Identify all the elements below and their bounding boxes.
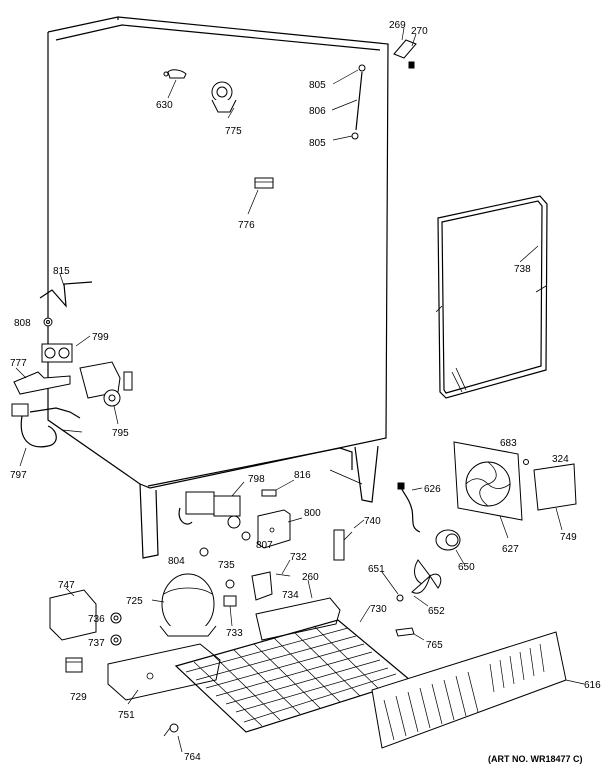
label-749: 749 xyxy=(560,532,577,543)
label-765: 765 xyxy=(426,640,443,651)
part-798 xyxy=(178,481,245,529)
label-616: 616 xyxy=(584,680,601,691)
label-747: 747 xyxy=(58,580,75,591)
label-732: 732 xyxy=(290,552,307,563)
label-797: 797 xyxy=(10,470,27,481)
label-650: 650 xyxy=(458,562,475,573)
part-733 xyxy=(223,595,237,627)
label-804: 804 xyxy=(168,556,185,567)
part-799 xyxy=(41,335,91,363)
label-805-top: 805 xyxy=(309,80,326,91)
label-630: 630 xyxy=(156,100,173,111)
part-260 xyxy=(255,579,341,641)
part-740 xyxy=(333,519,365,561)
part-736 xyxy=(110,612,122,624)
label-751: 751 xyxy=(118,710,135,721)
label-652: 652 xyxy=(428,606,445,617)
part-labels: 269 270 630 775 805 806 805 776 738 815 … xyxy=(10,20,601,764)
part-735 xyxy=(225,579,235,589)
part-627 xyxy=(453,441,523,539)
part-650 xyxy=(435,529,465,565)
part-776 xyxy=(247,177,274,215)
part-269-270 xyxy=(393,27,417,69)
part-732-734 xyxy=(251,559,291,601)
art-number-note: (ART NO. WR18477 C) xyxy=(488,754,583,764)
label-740: 740 xyxy=(364,516,381,527)
part-729 xyxy=(65,657,83,673)
part-630 xyxy=(163,69,187,99)
label-816: 816 xyxy=(294,470,311,481)
label-807: 807 xyxy=(256,540,273,551)
part-800 xyxy=(257,509,303,549)
cabinet xyxy=(47,16,389,559)
part-725 xyxy=(151,573,217,637)
part-765 xyxy=(395,627,425,641)
label-737: 737 xyxy=(88,638,105,649)
part-751 xyxy=(107,643,221,705)
part-777 xyxy=(13,367,71,395)
part-795 xyxy=(79,361,133,425)
label-736: 736 xyxy=(88,614,105,625)
part-730 xyxy=(174,605,412,733)
label-269: 269 xyxy=(389,20,406,31)
label-725: 725 xyxy=(126,596,143,607)
label-260: 260 xyxy=(302,572,319,583)
label-800: 800 xyxy=(304,508,321,519)
label-808: 808 xyxy=(14,318,31,329)
label-775: 775 xyxy=(225,126,242,137)
label-735: 735 xyxy=(218,560,235,571)
part-764 xyxy=(163,723,183,753)
part-747 xyxy=(49,587,97,641)
label-806: 806 xyxy=(309,106,326,117)
label-734: 734 xyxy=(282,590,299,601)
part-805-806 xyxy=(331,64,366,141)
label-799: 799 xyxy=(92,332,109,343)
label-815: 815 xyxy=(53,266,70,277)
label-729: 729 xyxy=(70,692,87,703)
label-776: 776 xyxy=(238,220,255,231)
label-798: 798 xyxy=(248,474,265,485)
label-730: 730 xyxy=(370,604,387,615)
label-795: 795 xyxy=(112,428,129,439)
label-324: 324 xyxy=(552,454,569,465)
part-807 xyxy=(241,531,251,541)
part-737 xyxy=(110,634,122,646)
label-738: 738 xyxy=(514,264,531,275)
label-627: 627 xyxy=(502,544,519,555)
part-804 xyxy=(199,547,209,557)
part-651-652 xyxy=(381,559,442,607)
part-749 xyxy=(533,463,577,531)
part-775 xyxy=(211,81,237,119)
part-815 xyxy=(39,273,93,308)
part-808 xyxy=(43,317,53,327)
label-651: 651 xyxy=(368,564,385,575)
label-805-bottom: 805 xyxy=(309,138,326,149)
part-797 xyxy=(11,403,83,467)
part-816 xyxy=(261,479,295,497)
label-777: 777 xyxy=(10,358,27,369)
part-324 xyxy=(523,459,529,465)
part-626 xyxy=(397,482,423,533)
part-738 xyxy=(435,195,548,399)
label-626: 626 xyxy=(424,484,441,495)
label-683: 683 xyxy=(500,438,517,449)
label-764: 764 xyxy=(184,752,201,763)
label-270: 270 xyxy=(411,26,428,37)
label-733: 733 xyxy=(226,628,243,639)
part-616 xyxy=(371,631,585,749)
